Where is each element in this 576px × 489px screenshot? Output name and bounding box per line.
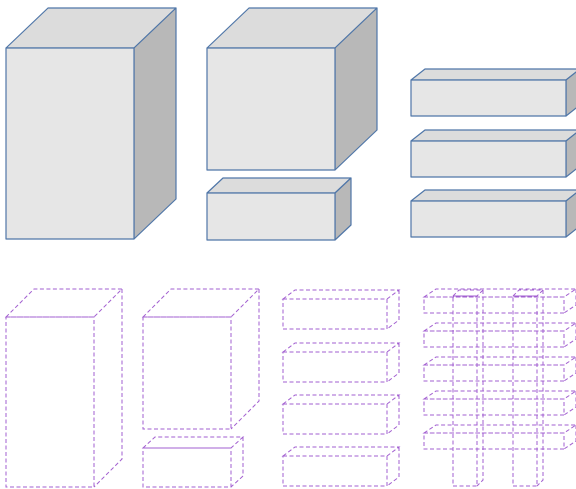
dashed-grid-column-2 <box>513 290 543 486</box>
dashed-box-slab-3 <box>283 395 399 434</box>
solid-box-slab-3-top-face <box>411 190 576 201</box>
dashed-box-cube-back-edges <box>143 289 259 429</box>
dashed-grid-row-5-back-edges <box>424 425 576 449</box>
dashed-grid-column-1 <box>453 290 483 486</box>
solid-box-tall <box>6 8 176 239</box>
solid-box-cube <box>207 8 377 170</box>
solid-box-slab-3-front-face <box>411 201 566 237</box>
dashed-box-slab-3-front-edges <box>283 404 387 434</box>
dashed-box-slab-2-front-edges <box>283 352 387 382</box>
dashed-box-slab-2-back-edges <box>283 343 399 382</box>
dashed-box-slab-3-back-edges <box>283 395 399 434</box>
dashed-box-slab-below-cube-front-edges <box>143 448 231 487</box>
solid-box-slab-2-front-face <box>411 141 566 177</box>
solid-box-slab-below-cube-top-face <box>207 178 351 193</box>
dashed-box-cube <box>143 289 259 429</box>
dashed-box-tall <box>6 289 122 487</box>
dashed-box-slab-below-cube-back-edges <box>143 437 243 487</box>
dashed-grid-row-2-back-edges <box>424 323 576 347</box>
dashed-box-slab-4 <box>283 447 399 486</box>
dashed-grid-column-1-back-edges <box>453 290 483 486</box>
dashed-box-slab-1-back-edges <box>283 290 399 329</box>
dashed-box-slab-2 <box>283 343 399 382</box>
dashed-box-slab-4-front-edges <box>283 456 387 486</box>
dashed-grid-row-5 <box>424 425 576 449</box>
dashed-grid-column-2-back-edges <box>513 290 543 486</box>
dashed-grid-row-3 <box>424 357 576 381</box>
dashed-grid-row-1-back-edges <box>424 289 576 313</box>
solid-box-slab-1 <box>411 69 576 116</box>
dashed-grid-row-3-front-edges <box>424 365 564 381</box>
solid-box-slab-2 <box>411 130 576 177</box>
dashed-box-slab-1-front-edges <box>283 299 387 329</box>
solid-box-slab-3 <box>411 190 576 237</box>
dashed-box-slab-4-back-edges <box>283 447 399 486</box>
dashed-grid-row-4 <box>424 391 576 415</box>
dashed-grid-row-4-back-edges <box>424 391 576 415</box>
dashed-box-slab-1 <box>283 290 399 329</box>
dashed-grid-row-1 <box>424 289 576 313</box>
solid-box-slab-below-cube <box>207 178 351 240</box>
solid-box-tall-side-face <box>134 8 176 239</box>
solid-boxes-group <box>6 8 576 240</box>
dashed-boxes-group <box>6 289 576 487</box>
dashed-box-tall-back-edges <box>6 289 122 487</box>
dashed-box-slab-below-cube <box>143 437 243 487</box>
solid-box-cube-front-face <box>207 48 335 170</box>
solid-box-slab-below-cube-front-face <box>207 193 335 240</box>
solid-box-slab-1-top-face <box>411 69 576 80</box>
solid-box-tall-front-face <box>6 48 134 239</box>
solid-box-slab-2-top-face <box>411 130 576 141</box>
dashed-box-tall-front-edges <box>6 317 94 487</box>
dashed-box-cube-front-edges <box>143 317 231 429</box>
dashed-grid-row-2 <box>424 323 576 347</box>
dashed-grid-row-3-back-edges <box>424 357 576 381</box>
solid-box-slab-1-front-face <box>411 80 566 116</box>
